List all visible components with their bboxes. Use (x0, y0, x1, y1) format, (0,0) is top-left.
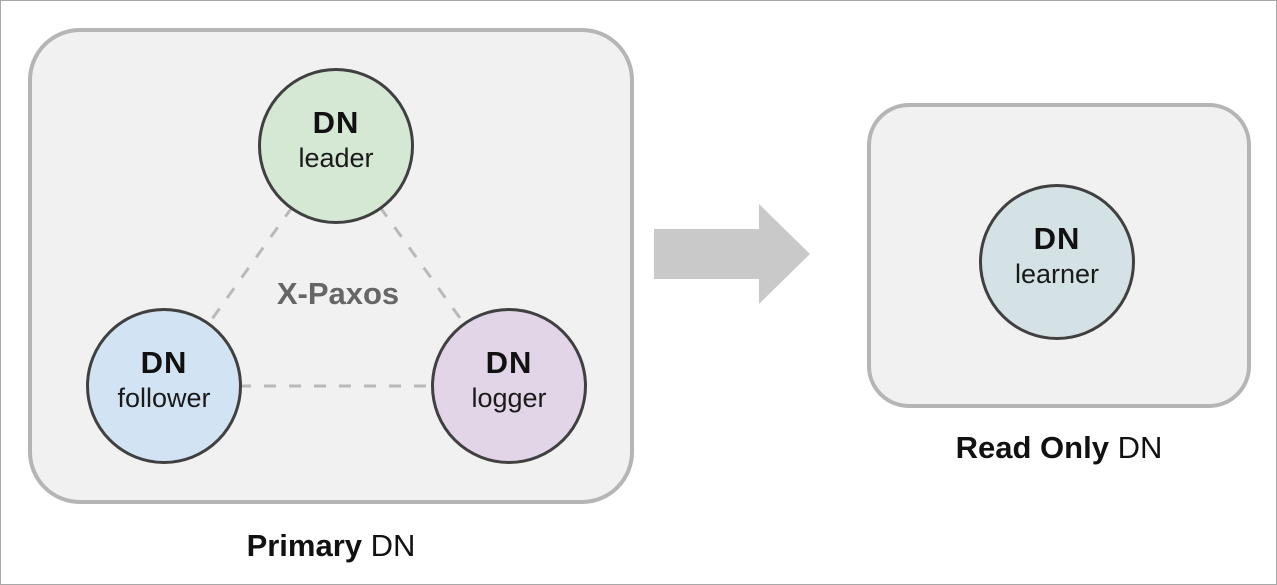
node-name: DN (485, 345, 533, 380)
caption-bold-text: Primary (246, 528, 363, 563)
node-name: DN (140, 345, 188, 380)
node-dn-learner: DN learner (979, 184, 1135, 340)
node-role: logger (471, 383, 547, 413)
flow-arrow-icon (654, 204, 810, 304)
node-role: learner (1014, 259, 1100, 289)
caption-bold-text: Read Only (955, 430, 1109, 465)
node-dn-follower: DN follower (86, 308, 242, 464)
node-role: leader (298, 143, 374, 173)
node-role: follower (117, 383, 211, 413)
node-name: DN (312, 105, 360, 140)
node-dn-logger: DN logger (431, 308, 587, 464)
caption-regular-text: DN (1117, 430, 1163, 465)
primary-dn-caption: Primary DN (28, 528, 634, 564)
node-name: DN (1033, 221, 1081, 256)
caption-regular-text: DN (370, 528, 416, 563)
read-only-dn-caption: Read Only DN (867, 430, 1251, 466)
x-paxos-label: X-Paxos (276, 276, 400, 311)
node-dn-leader: DN leader (258, 68, 414, 224)
